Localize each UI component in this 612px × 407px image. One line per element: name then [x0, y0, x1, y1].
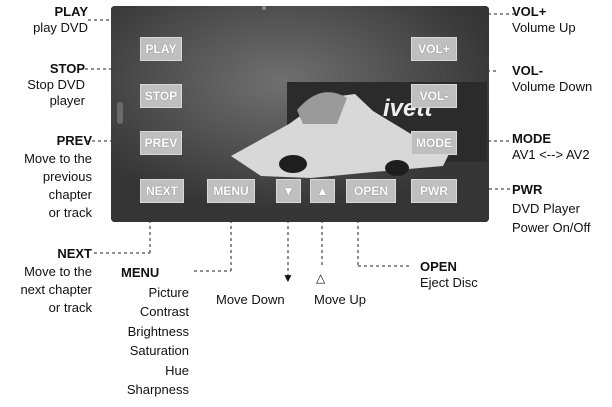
up-arrow-icon: ▲ [316, 184, 329, 198]
callout-open: OPEN Eject Disc [420, 259, 478, 291]
callout-mode-title: MODE [512, 131, 551, 146]
callout-pwr-desc-1: DVD Player [512, 201, 580, 216]
open-button[interactable]: OPEN [346, 179, 396, 203]
menu-option-hue: Hue [165, 362, 189, 378]
next-button[interactable]: NEXT [140, 179, 184, 203]
callout-prev-desc-3: chapter [48, 187, 92, 202]
callout-vol-up: VOL+ Volume Up [512, 4, 576, 36]
menu-option-saturation: Saturation [129, 343, 189, 358]
callout-play: PLAY play DVD [0, 4, 88, 36]
callout-vol-down-desc: Volume Down [512, 79, 593, 94]
callout-stop-title: STOP [49, 61, 85, 76]
vol-up-button[interactable]: VOL+ [411, 37, 457, 61]
callout-vol-down: VOL- Volume Down [512, 63, 592, 95]
callout-pwr: PWR DVD Player Power On/Off [512, 180, 591, 237]
up-arrow-button[interactable]: ▲ [310, 179, 335, 203]
callout-next: NEXT Move to the next chapter or track [0, 245, 92, 317]
callout-next-title: NEXT [57, 246, 92, 261]
menu-option-brightness: Brightness [127, 323, 189, 339]
callout-open-desc: Eject Disc [420, 275, 478, 290]
mode-button[interactable]: MODE [411, 131, 457, 155]
power-button[interactable]: PWR [411, 179, 457, 203]
callout-menu-title: MENU [121, 265, 160, 280]
callout-stop-desc-1: Stop DVD [27, 77, 85, 92]
camera-dot-icon [262, 6, 266, 10]
play-button[interactable]: PLAY [140, 37, 182, 61]
callout-prev-title: PREV [56, 133, 92, 148]
callout-prev-desc-4: or track [48, 205, 92, 220]
callout-next-desc-1: Move to the [24, 264, 92, 279]
callout-stop: STOP Stop DVD player [0, 61, 85, 109]
callout-play-desc: play DVD [33, 20, 88, 35]
menu-option-sharpness: Sharpness [126, 382, 189, 397]
callout-stop-desc-2: player [49, 93, 85, 108]
callout-menu: MENU Picture Contrast Brightness Saturat… [99, 263, 189, 400]
menu-button[interactable]: MENU [207, 179, 255, 203]
callout-vol-up-title: VOL+ [512, 4, 547, 19]
callout-mode-desc: AV1 <--> AV2 [512, 147, 590, 162]
callout-pwr-title: PWR [512, 182, 543, 197]
menu-option-contrast: Contrast [139, 304, 189, 319]
stop-button[interactable]: STOP [140, 84, 182, 108]
down-arrow-button[interactable]: ▼ [276, 179, 301, 203]
callout-pwr-desc-2: Power On/Off [512, 220, 591, 235]
down-arrow-icon: ▼ [282, 184, 295, 198]
callout-down-desc: Move Down [216, 292, 285, 307]
prev-button[interactable]: PREV [140, 131, 182, 155]
callout-vol-up-desc: Volume Up [512, 20, 576, 35]
menu-option-picture: Picture [148, 284, 189, 300]
callout-prev-desc-1: Move to the [24, 151, 92, 166]
down-marker-icon: ▼ [282, 271, 294, 285]
callout-vol-down-title: VOL- [512, 63, 544, 78]
callout-next-desc-2: next chapter [20, 282, 92, 297]
vol-down-button[interactable]: VOL- [411, 84, 457, 108]
callout-open-title: OPEN [420, 259, 457, 274]
callout-mode: MODE AV1 <--> AV2 [512, 131, 590, 163]
callout-prev-desc-2: previous [42, 169, 92, 184]
callout-next-desc-3: or track [48, 300, 92, 315]
callout-up-desc: Move Up [314, 292, 367, 307]
callout-play-title: PLAY [54, 4, 88, 19]
up-marker-icon: △ [316, 271, 326, 285]
callout-prev: PREV Move to the previous chapter or tra… [0, 132, 92, 222]
